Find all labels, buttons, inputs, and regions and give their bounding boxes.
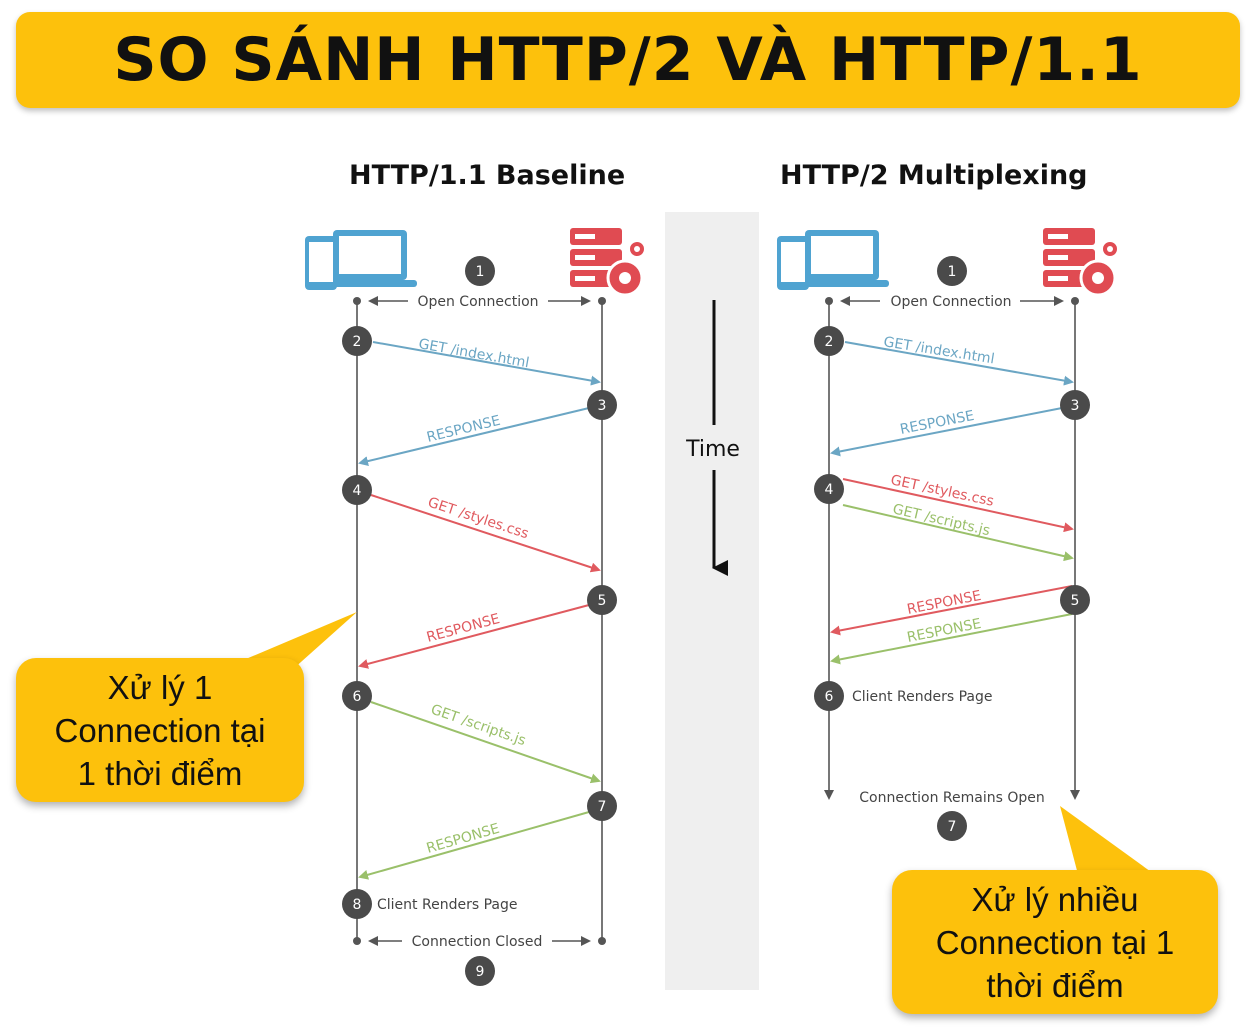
step-6-marker-http2: 6 xyxy=(814,681,844,711)
connection-remains-open-label: Connection Remains Open xyxy=(859,790,1045,806)
server-gear-icon xyxy=(570,228,646,297)
page-title: SO SÁNH HTTP/2 VÀ HTTP/1.1 xyxy=(113,25,1143,95)
svg-text:5: 5 xyxy=(1071,593,1080,609)
svg-text:1: 1 xyxy=(948,264,957,280)
svg-text:5: 5 xyxy=(598,593,607,609)
step-3-marker-http2: 3 xyxy=(1060,390,1090,420)
msg-get-index: GET /index.html xyxy=(417,336,530,371)
svg-text:2: 2 xyxy=(825,334,834,350)
callout-right-line-2: Connection tại 1 xyxy=(935,923,1175,961)
svg-text:4: 4 xyxy=(825,482,834,498)
svg-text:7: 7 xyxy=(948,819,957,835)
svg-text:3: 3 xyxy=(598,398,607,414)
svg-text:6: 6 xyxy=(825,689,834,705)
callout-left-line-2: Connection tại xyxy=(54,711,266,749)
svg-text:8: 8 xyxy=(353,897,362,913)
callout-left-line-3: 1 thời điểm xyxy=(77,754,243,792)
step-1-marker-http2: 1 xyxy=(937,256,967,286)
step-2-marker: 2 xyxy=(342,326,372,356)
callout-left-line-1: Xử lý 1 xyxy=(107,668,213,706)
msg-response-3: RESPONSE xyxy=(425,821,502,857)
msg-response-2: RESPONSE xyxy=(425,611,502,646)
callout-multiple-connections: Xử lý nhiều Connection tại 1 thời điểm xyxy=(892,870,1218,1014)
callout-right-line-3: thời điểm xyxy=(986,966,1124,1004)
svg-text:7: 7 xyxy=(598,799,607,815)
step-3-marker: 3 xyxy=(587,390,617,420)
svg-text:4: 4 xyxy=(353,483,362,499)
step-7-marker-http2: 7 xyxy=(937,811,967,841)
msg-response-3-http2: RESPONSE xyxy=(906,616,983,646)
msg-response-1: RESPONSE xyxy=(425,413,502,446)
connection-closed-label: Connection Closed xyxy=(412,934,543,950)
step-5-marker-http2: 5 xyxy=(1060,585,1090,615)
step-6-marker: 6 xyxy=(342,681,372,711)
time-band xyxy=(665,212,759,990)
callout-right-pointer xyxy=(1060,806,1165,882)
msg-response-2-http2: RESPONSE xyxy=(906,588,983,618)
callout-left-pointer xyxy=(220,612,357,670)
server-gear-icon-http2 xyxy=(1043,228,1119,297)
msg-get-scripts: GET /scripts.js xyxy=(429,702,528,749)
step-2-marker-http2: 2 xyxy=(814,326,844,356)
client-renders-label-http2: Client Renders Page xyxy=(852,689,992,705)
callout-single-connection: Xử lý 1 Connection tại 1 thời điểm xyxy=(16,658,304,802)
step-1-marker: 1 xyxy=(465,256,495,286)
step-4-marker: 4 xyxy=(342,475,372,505)
time-label: Time xyxy=(685,437,740,462)
msg-get-index-http2: GET /index.html xyxy=(882,334,995,367)
client-device-icon xyxy=(305,230,417,290)
step-7-marker: 7 xyxy=(587,791,617,821)
svg-text:3: 3 xyxy=(1071,398,1080,414)
title-banner: SO SÁNH HTTP/2 VÀ HTTP/1.1 xyxy=(16,12,1240,108)
client-device-icon-http2 xyxy=(777,230,889,290)
open-connection-label: Open Connection xyxy=(417,294,538,310)
svg-text:6: 6 xyxy=(353,689,362,705)
http2-heading: HTTP/2 Multiplexing xyxy=(780,160,1088,191)
svg-text:1: 1 xyxy=(476,264,485,280)
step-4-marker-http2: 4 xyxy=(814,474,844,504)
open-connection-label-http2: Open Connection xyxy=(890,294,1011,310)
http11-heading: HTTP/1.1 Baseline xyxy=(349,160,626,191)
svg-text:2: 2 xyxy=(353,334,362,350)
client-renders-label: Client Renders Page xyxy=(377,897,517,913)
msg-get-scripts-http2: GET /scripts.js xyxy=(891,501,991,539)
step-9-marker: 9 xyxy=(465,956,495,986)
svg-text:9: 9 xyxy=(476,964,485,980)
callout-right-line-1: Xử lý nhiều xyxy=(971,880,1139,918)
step-8-marker: 8 xyxy=(342,889,372,919)
step-5-marker: 5 xyxy=(587,585,617,615)
